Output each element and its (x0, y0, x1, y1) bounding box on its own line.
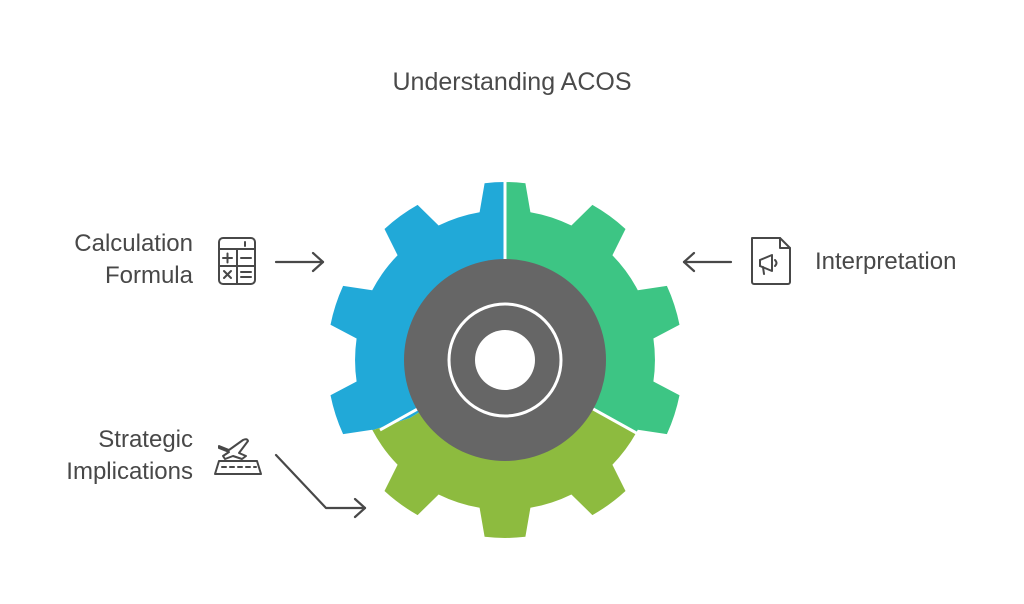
label-strategic-implications: Strategic Implications (20, 424, 193, 488)
label-interpretation: Interpretation (815, 246, 956, 278)
arrow-strategic (274, 453, 367, 519)
label-calculation-formula: Calculation Formula (30, 228, 193, 292)
arrow-calculation (274, 251, 325, 273)
megaphone-document-icon (751, 237, 791, 285)
label-line-1: Calculation (74, 230, 193, 257)
gear-inner-ring (447, 302, 563, 418)
calculator-icon (218, 237, 256, 285)
label-line-1: Strategic (98, 426, 193, 453)
diagram-title: Understanding ACOS (392, 68, 632, 96)
gear-hole (475, 330, 535, 390)
airplane-runway-icon (214, 438, 262, 475)
label-line-2: Implications (66, 458, 193, 485)
label-line-1: Interpretation (815, 248, 957, 275)
label-line-2: Formula (104, 262, 193, 289)
arrow-interpretation (682, 251, 733, 273)
